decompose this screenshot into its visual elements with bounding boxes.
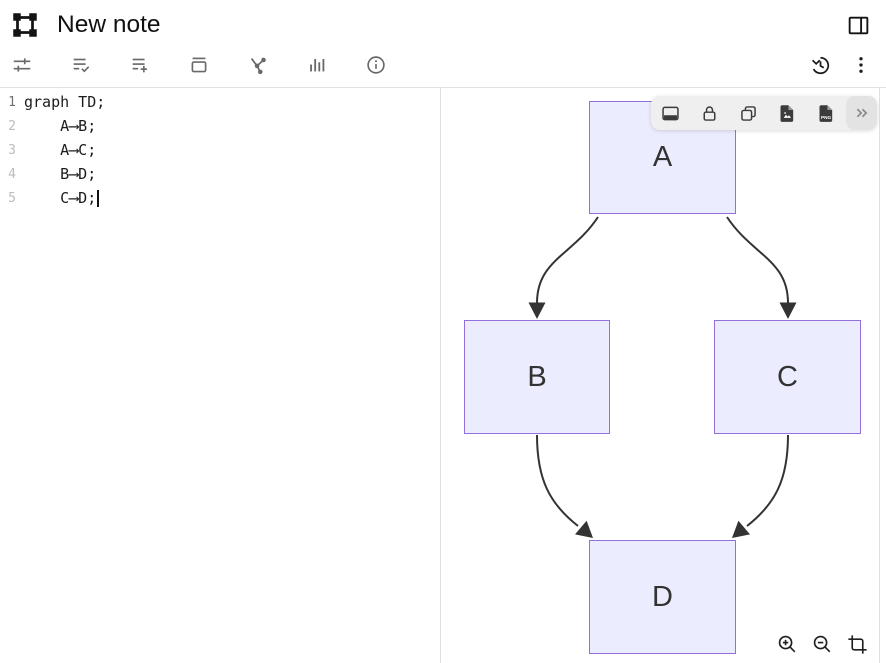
svg-text:PNG: PNG — [821, 114, 832, 120]
layout-panel-right-icon[interactable] — [844, 11, 872, 39]
text-cursor — [97, 189, 99, 207]
zoom-out-icon[interactable] — [810, 632, 834, 656]
bar-chart-icon[interactable] — [299, 49, 335, 81]
code-editor[interactable]: 1 graph TD; 2 A⟶B; 3 A⟶C; 4 B⟶D; 5 C⟶D; — [0, 88, 440, 663]
list-check-icon[interactable] — [63, 49, 99, 81]
edge-c-d — [746, 434, 789, 527]
code-line[interactable]: 1 graph TD; — [0, 90, 440, 114]
code-text: B⟶D; — [24, 165, 97, 183]
line-number: 4 — [8, 166, 16, 182]
diagram-floating-toolbar: PNG — [651, 96, 877, 130]
code-text: A⟶C; — [24, 141, 97, 159]
bottom-panel-icon[interactable] — [651, 96, 690, 130]
toolbar-right — [802, 49, 886, 81]
code-text: A⟶B; — [24, 117, 97, 135]
history-icon[interactable] — [802, 49, 838, 81]
arrowhead-c — [779, 302, 797, 319]
arrowhead-b — [528, 302, 546, 319]
frame-select-icon — [10, 10, 40, 40]
info-icon[interactable] — [358, 49, 394, 81]
edge-a-b — [536, 216, 599, 304]
line-number: 1 — [8, 94, 16, 110]
tune-sliders-icon[interactable] — [4, 49, 40, 81]
arrowhead-d-left — [575, 520, 593, 538]
diagram-canvas[interactable]: A B C D — [441, 88, 879, 663]
code-text: C⟶D; — [24, 189, 97, 207]
lock-icon[interactable] — [690, 96, 729, 130]
node-label: B — [527, 360, 547, 393]
code-line[interactable]: 3 A⟶C; — [0, 138, 440, 162]
node-label: C — [777, 360, 798, 393]
archive-box-icon[interactable] — [181, 49, 217, 81]
copy-icon[interactable] — [729, 96, 768, 130]
line-number: 3 — [8, 142, 16, 158]
kebab-menu-icon[interactable] — [843, 49, 879, 81]
export-image-icon[interactable] — [768, 96, 807, 130]
zoom-in-icon[interactable] — [775, 632, 799, 656]
code-text: graph TD; — [24, 93, 106, 111]
edge-b-d — [536, 434, 579, 527]
node-b[interactable]: B — [464, 320, 610, 434]
node-label: D — [652, 580, 673, 613]
line-number: 5 — [8, 190, 16, 206]
arrowhead-d-right — [732, 520, 750, 538]
code-line[interactable]: 2 A⟶B; — [0, 114, 440, 138]
header: New note — [0, 0, 886, 50]
node-d[interactable]: D — [589, 540, 736, 654]
header-divider — [0, 87, 886, 88]
right-panel-border — [879, 88, 880, 663]
code-line[interactable]: 4 B⟶D; — [0, 162, 440, 186]
canvas-controls — [775, 632, 869, 656]
list-add-icon[interactable] — [122, 49, 158, 81]
toolbar — [0, 48, 886, 82]
export-png-icon[interactable]: PNG — [807, 96, 846, 130]
edge-a-c — [726, 216, 789, 304]
node-c[interactable]: C — [714, 320, 861, 434]
crop-icon[interactable] — [845, 632, 869, 656]
page-title: New note — [57, 11, 161, 38]
panel-divider[interactable] — [440, 88, 441, 663]
line-number: 2 — [8, 118, 16, 134]
node-label: A — [652, 141, 673, 173]
code-line[interactable]: 5 C⟶D; — [0, 186, 440, 210]
graph-nodes-icon[interactable] — [240, 49, 276, 81]
more-chevrons-icon[interactable] — [846, 96, 877, 130]
